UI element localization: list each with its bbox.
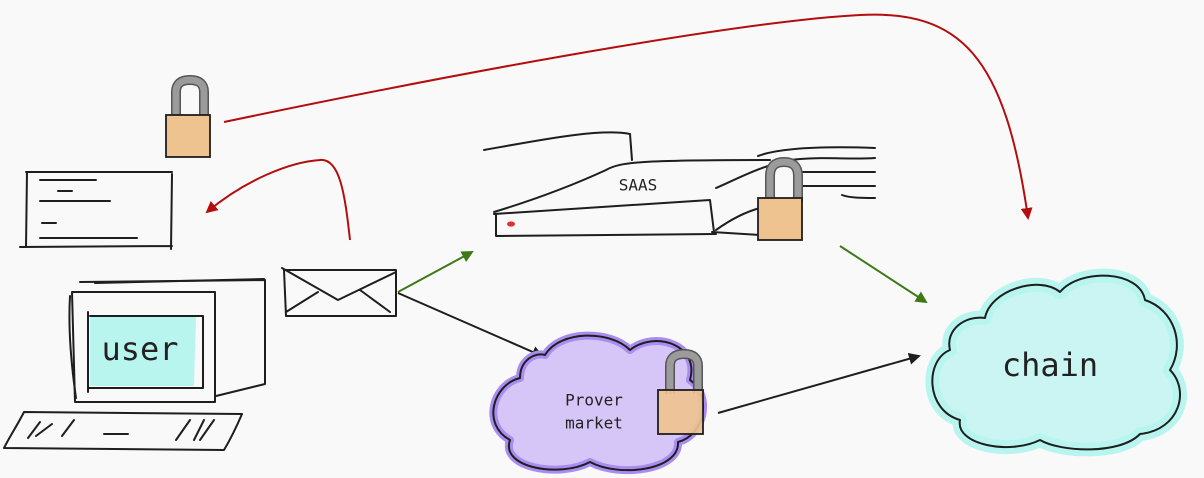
server-icon xyxy=(483,131,876,237)
envelope-icon xyxy=(281,267,397,317)
lock-icon xyxy=(165,74,211,158)
arrow-prover-to-chain xyxy=(717,352,921,414)
chain-cloud xyxy=(925,268,1187,457)
prover-market-cloud xyxy=(489,331,708,475)
document-icon xyxy=(19,171,173,250)
prover-label-line1: Prover xyxy=(565,391,623,410)
prover-label-line2: market xyxy=(565,414,623,433)
arrow-envelope-to-saas xyxy=(397,251,474,293)
arrow-envelope-to-prover xyxy=(397,292,544,358)
arrow-envelope-to-document xyxy=(205,158,351,241)
user-label: user xyxy=(101,330,178,368)
saas-label: SAAS xyxy=(619,176,658,195)
arrow-lock-to-chain xyxy=(223,13,1033,220)
chain-label: chain xyxy=(1002,346,1098,384)
computer-icon xyxy=(3,278,266,451)
lock-icon xyxy=(757,156,803,241)
lock-icon xyxy=(657,348,704,435)
arrow-saas-to-chain xyxy=(839,245,928,304)
